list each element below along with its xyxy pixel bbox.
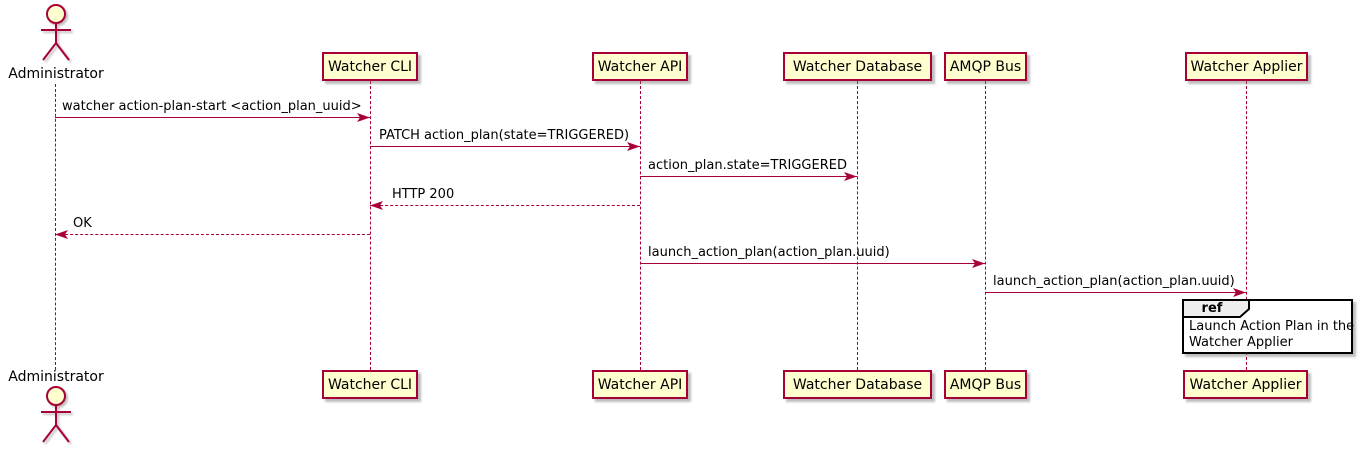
message-label: PATCH action_plan(state=TRIGGERED) xyxy=(379,128,630,143)
message-label: action_plan.state=TRIGGERED xyxy=(648,158,847,173)
arrowhead-left-icon xyxy=(55,230,68,239)
arrowhead-right-icon xyxy=(1233,288,1246,297)
actor-icon xyxy=(41,4,71,61)
participant-label: Watcher Database xyxy=(792,376,923,393)
ref-text-line: Watcher Applier xyxy=(1189,335,1293,350)
participant-watcher-api-bottom: Watcher API xyxy=(592,370,688,399)
participant-label: Watcher API xyxy=(597,58,683,75)
participant-watcher-api-top: Watcher API xyxy=(592,52,688,81)
ref-header-shape xyxy=(1182,299,1250,318)
arrowhead-right-icon xyxy=(844,172,857,181)
message-line xyxy=(55,234,370,235)
arrowhead-right-icon xyxy=(627,142,640,151)
lifeline-amqp-bus xyxy=(985,81,986,370)
participant-watcher-database-top: Watcher Database xyxy=(783,52,932,81)
participant-watcher-applier-bottom: Watcher Applier xyxy=(1183,370,1308,399)
participant-watcher-database-bottom: Watcher Database xyxy=(783,370,932,399)
message-label: launch_action_plan(action_plan.uuid) xyxy=(993,274,1235,289)
participant-label: Watcher Applier xyxy=(1190,58,1303,75)
lifeline-watcher-database xyxy=(857,81,858,370)
participant-amqp-bus-bottom: AMQP Bus xyxy=(944,370,1027,399)
ref-text: Launch Action Plan in the Watcher Applie… xyxy=(1189,319,1354,351)
lifeline-watcher-cli xyxy=(370,81,371,370)
lifeline-watcher-api xyxy=(640,81,641,370)
participant-label: AMQP Bus xyxy=(949,58,1022,75)
lifeline-administrator xyxy=(55,84,56,370)
message-line xyxy=(370,205,640,206)
actor-icon xyxy=(41,386,71,443)
participant-watcher-cli-bottom: Watcher CLI xyxy=(322,370,418,399)
actor-label-bottom: Administrator xyxy=(8,369,104,385)
participant-label: AMQP Bus xyxy=(949,376,1022,393)
message-label: HTTP 200 xyxy=(392,187,455,202)
message-line xyxy=(985,292,1246,293)
participant-label: Watcher CLI xyxy=(327,58,413,75)
arrowhead-left-icon xyxy=(370,201,383,210)
message-line xyxy=(640,176,857,177)
message-line xyxy=(55,117,370,118)
message-label: watcher action-plan-start <action_plan_u… xyxy=(62,99,362,114)
participant-label: Watcher API xyxy=(597,376,683,393)
message-line xyxy=(370,146,640,147)
participant-watcher-cli-top: Watcher CLI xyxy=(322,52,418,81)
arrowhead-right-icon xyxy=(972,259,985,268)
actor-label-top: Administrator xyxy=(8,66,104,82)
message-label: launch_action_plan(action_plan.uuid) xyxy=(648,245,890,260)
ref-text-line: Launch Action Plan in the xyxy=(1189,319,1355,334)
participant-watcher-applier-top: Watcher Applier xyxy=(1185,52,1308,81)
participant-label: Watcher Applier xyxy=(1189,376,1302,393)
message-label: OK xyxy=(73,216,92,231)
arrowhead-right-icon xyxy=(357,113,370,122)
message-line xyxy=(640,263,985,264)
ref-fragment: ref Launch Action Plan in the Watcher Ap… xyxy=(1182,299,1354,354)
participant-amqp-bus-top: AMQP Bus xyxy=(944,52,1027,81)
lifeline-watcher-applier xyxy=(1246,81,1247,370)
participant-label: Watcher CLI xyxy=(327,376,413,393)
ref-keyword: ref xyxy=(1201,301,1223,316)
participant-label: Watcher Database xyxy=(792,58,923,75)
